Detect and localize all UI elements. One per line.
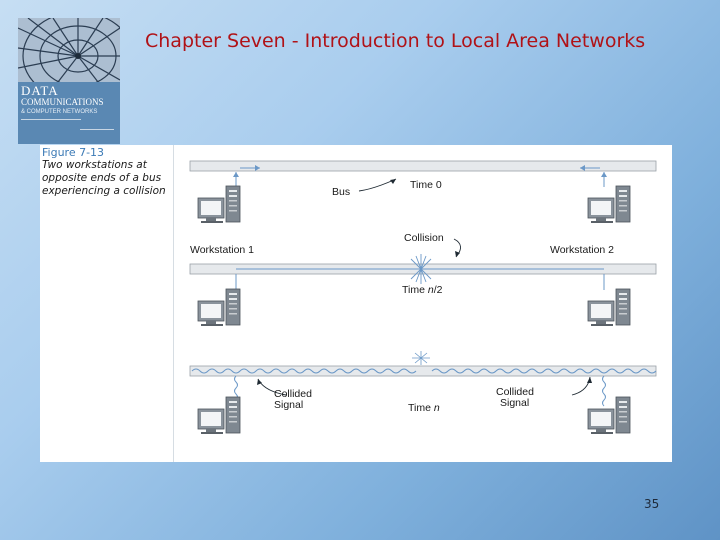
collision-burst-small-icon [412, 351, 430, 365]
bus-line-time-n [189, 365, 657, 377]
book-title-line2: COMMUNICATIONS [21, 97, 104, 107]
book-cover-image: DATA COMMUNICATIONS & COMPUTER NETWORKS [18, 18, 120, 144]
slide-title: Chapter Seven - Introduction to Local Ar… [145, 30, 646, 52]
collided-signal-right-line1: Collided [496, 386, 534, 398]
book-subtitle: & COMPUTER NETWORKS [21, 109, 98, 115]
workstation2-label: Workstation 2 [550, 244, 614, 256]
figure-number: Figure 7-13 [42, 146, 105, 159]
cover-rule [21, 119, 81, 120]
caption-column: Figure 7-13 Two workstations at opposite… [40, 145, 174, 462]
page-number: 35 [644, 497, 660, 511]
time-half-label: Time n/2 [402, 284, 443, 296]
time-n-label: Time n [408, 402, 440, 414]
time0-label: Time 0 [410, 179, 442, 191]
time-half-var: n [428, 284, 434, 296]
time-n-prefix: Time [408, 402, 434, 414]
collision-burst-icon [406, 254, 436, 284]
collided-signal-left-line2: Signal [274, 399, 303, 411]
figure-caption: Two workstations at opposite ends of a b… [42, 159, 166, 197]
bus-label: Bus [332, 186, 350, 198]
book-title-line1: DATA [21, 83, 59, 98]
time-half-prefix: Time [402, 284, 428, 296]
workstation1-label: Workstation 1 [190, 244, 254, 256]
time-half-suffix: /2 [434, 284, 443, 296]
collided-signal-left-line1: Collided [274, 388, 312, 400]
time-n-var: n [434, 402, 440, 414]
bus-line-time0 [189, 160, 657, 172]
collided-signal-right-line2: Signal [500, 397, 529, 409]
cover-rule [80, 129, 114, 130]
satellite-dish-photo [18, 18, 120, 82]
collision-diagram: Bus Time 0 Workstation 1 Workstation 2 C… [174, 145, 672, 462]
collision-label: Collision [404, 232, 444, 244]
figure-panel: Figure 7-13 Two workstations at opposite… [40, 145, 672, 462]
